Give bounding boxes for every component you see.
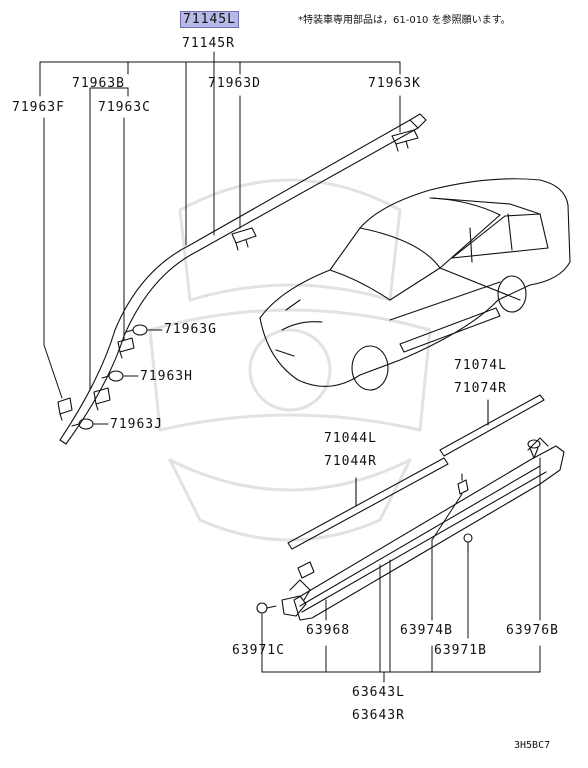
part-label-71963C[interactable]: 71963C bbox=[98, 100, 151, 115]
part-label-71963H[interactable]: 71963H bbox=[140, 369, 193, 384]
part-label-63643L[interactable]: 63643L bbox=[352, 685, 405, 700]
part-label-63971B[interactable]: 63971B bbox=[434, 643, 487, 658]
clip-63976B bbox=[527, 439, 541, 459]
roof-molding-strip bbox=[59, 113, 427, 445]
part-label-63968[interactable]: 63968 bbox=[306, 623, 351, 638]
part-label-71963D[interactable]: 71963D bbox=[208, 76, 261, 91]
part-label-71963J[interactable]: 71963J bbox=[110, 417, 163, 432]
clip-71963J bbox=[71, 418, 94, 430]
clip-71963G bbox=[125, 324, 148, 336]
part-label-71044L[interactable]: 71044L bbox=[324, 431, 377, 446]
clip-71963D bbox=[231, 227, 257, 251]
part-label-71044R[interactable]: 71044R bbox=[324, 454, 377, 469]
clip-71963B bbox=[93, 387, 111, 411]
diagram-code: 3H5BC7 bbox=[514, 740, 551, 751]
part-label-71074L[interactable]: 71074L bbox=[454, 358, 507, 373]
door-molding-71044 bbox=[287, 457, 449, 550]
part-label-71074R[interactable]: 71074R bbox=[454, 381, 507, 396]
rear-molding-71074 bbox=[439, 394, 545, 457]
part-label-71963B[interactable]: 71963B bbox=[72, 76, 125, 91]
part-label-71963G[interactable]: 71963G bbox=[164, 322, 217, 337]
car-illustration bbox=[259, 178, 571, 391]
leader-lines-upper bbox=[39, 51, 401, 425]
clip-71963C bbox=[117, 337, 135, 359]
clip-63968 bbox=[297, 561, 315, 579]
part-label-63643R[interactable]: 63643R bbox=[352, 708, 405, 723]
part-label-71145R[interactable]: 71145R bbox=[182, 36, 235, 51]
clip-71963F bbox=[57, 397, 73, 421]
leader-lines-lower bbox=[261, 457, 541, 683]
part-label-63971C[interactable]: 63971C bbox=[232, 643, 285, 658]
clip-71963H bbox=[101, 370, 124, 382]
part-label-63974B[interactable]: 63974B bbox=[400, 623, 453, 638]
watermark-emblem bbox=[148, 178, 432, 542]
screw-63971C bbox=[256, 602, 277, 614]
part-label-63976B[interactable]: 63976B bbox=[506, 623, 559, 638]
part-label-71963F[interactable]: 71963F bbox=[12, 100, 65, 115]
side-sill-garnish bbox=[281, 437, 565, 621]
screw-63971B bbox=[463, 533, 473, 553]
part-label-71963K[interactable]: 71963K bbox=[368, 76, 421, 91]
clip-71963K bbox=[391, 129, 419, 152]
part-label-71145L[interactable]: 71145L bbox=[180, 11, 239, 28]
reference-note: *特装車専用部品は，61-010 を参照願います。 bbox=[298, 15, 511, 26]
clip-63974B bbox=[457, 473, 469, 495]
